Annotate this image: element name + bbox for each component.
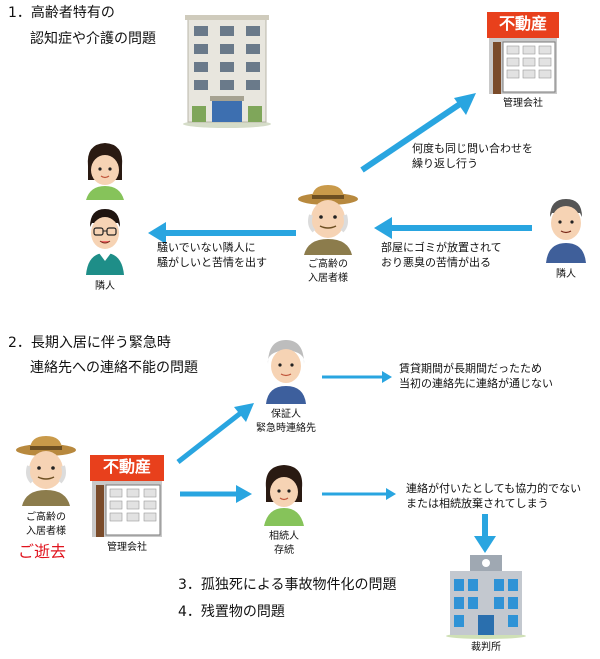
note-garbage-line1: 部屋にゴミが放置されて xyxy=(381,241,502,254)
guarantor-label-line2: 緊急時連絡先 xyxy=(256,423,316,434)
note-guarantor-line1: 賃貸期間が長期間だったため xyxy=(399,362,542,375)
resident1-label-line1: ご高齢の xyxy=(308,259,348,270)
note-inquiry-line2: 繰り返し行う xyxy=(412,157,478,170)
note-inquiry-line1: 何度も同じ問い合わせを xyxy=(412,142,533,155)
management-company-building-icon-2 xyxy=(90,455,164,537)
neighbor-older-man-icon xyxy=(546,199,586,263)
heir-label-line2: 存続 xyxy=(274,545,294,556)
neighbor-right-label: 隣人 xyxy=(556,269,576,280)
note-heir-line2: または相続放棄されてしまう xyxy=(406,497,549,510)
note-noise-line1: 騒いでいない隣人に xyxy=(157,241,256,254)
heir-woman-icon xyxy=(264,465,304,526)
section1-heading-line2: 認知症や介護の問題 xyxy=(30,31,156,47)
neighbor-left-label: 隣人 xyxy=(95,281,115,292)
note-guarantor-line2: 当初の連絡先に連絡が通じない xyxy=(399,377,553,390)
note-noise-line2: 騒がしいと苦情を出す xyxy=(157,256,267,269)
court-building-icon xyxy=(446,555,526,639)
apartment-building-icon xyxy=(183,15,271,128)
resident2-label-line2: 入居者様 xyxy=(26,526,66,537)
deceased-label: ご逝去 xyxy=(18,542,67,561)
company2-sign-text: 不動産 xyxy=(102,457,151,476)
resident1-label-line2: 入居者様 xyxy=(308,273,348,284)
court-label: 裁判所 xyxy=(471,642,501,653)
guarantor-label-line1: 保証人 xyxy=(271,409,301,420)
management-company-label: 管理会社 xyxy=(503,98,543,109)
section2-heading-line1: 2．長期入居に伴う緊急時 xyxy=(8,335,171,351)
company-sign-text: 不動産 xyxy=(498,14,547,33)
elderly-resident-deceased-icon xyxy=(16,436,76,506)
management-company-label-2: 管理会社 xyxy=(107,542,147,553)
elderly-resident-icon xyxy=(298,185,358,255)
neighbor-man-glasses-icon xyxy=(86,209,124,275)
management-company-building-icon xyxy=(487,12,559,94)
section3-heading: 3．孤独死による事故物件化の問題 xyxy=(178,577,397,593)
section1-heading-line1: 1．高齢者特有の xyxy=(8,5,115,21)
section2-heading-line2: 連絡先への連絡不能の問題 xyxy=(30,360,198,376)
section4-heading: 4．残置物の問題 xyxy=(178,604,285,620)
note-garbage-line2: おり悪臭の苦情が出る xyxy=(381,256,491,269)
resident2-label-line1: ご高齢の xyxy=(26,512,66,523)
note-heir-line1: 連絡が付いたとしても協力的でない xyxy=(406,482,582,495)
neighbor-woman-icon xyxy=(86,143,124,200)
heir-label-line1: 相続人 xyxy=(269,531,299,542)
guarantor-elderly-woman-icon xyxy=(266,340,306,404)
